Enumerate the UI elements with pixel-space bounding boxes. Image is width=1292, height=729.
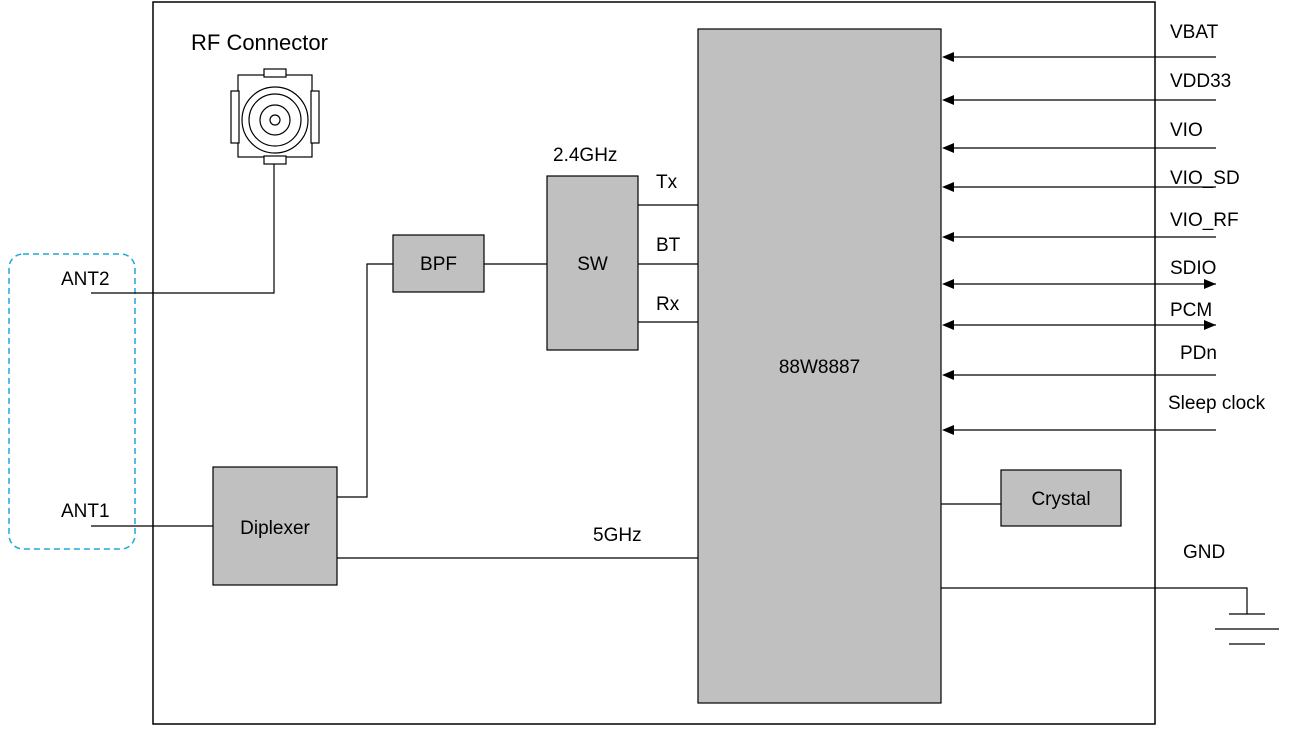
signal-label-vio-sd: VIO_SD: [1170, 168, 1240, 189]
signal-label-vio: VIO: [1170, 120, 1203, 141]
arrow-in-icon: [942, 370, 954, 380]
arrow-in-icon: [942, 425, 954, 435]
signal-label-sdio: SDIO: [1170, 258, 1216, 279]
chip-block: [697, 28, 942, 704]
band-5ghz-label: 5GHz: [593, 525, 642, 546]
diplexer-block: [212, 466, 338, 586]
ant2-label: ANT2: [61, 269, 110, 290]
signal-label-vbat: VBAT: [1170, 22, 1219, 43]
signal-label-pcm: PCM: [1170, 300, 1212, 321]
ground-symbol-icon: [941, 587, 1279, 645]
rf-connector-title: RF Connector: [191, 30, 328, 55]
tx-label: Tx: [656, 172, 678, 193]
chip-label: 88W8887: [779, 357, 860, 378]
ant2-wire: [91, 164, 275, 294]
antenna-group-outline: [8, 253, 136, 550]
rx-label: Rx: [656, 294, 680, 315]
diplexer-to-bpf-wire: [337, 263, 393, 498]
ant1-label: ANT1: [61, 501, 110, 522]
bpf-label: BPF: [420, 254, 457, 275]
signal-label-vdd33: VDD33: [1170, 71, 1231, 92]
bt-label: BT: [656, 235, 681, 256]
arrow-in-icon: [942, 143, 954, 153]
signal-label-vio-rf: VIO_RF: [1170, 210, 1239, 231]
module-outline: [152, 1, 1156, 725]
diplexer-label: Diplexer: [240, 518, 310, 539]
arrow-out-icon: [1204, 320, 1216, 330]
arrow-in-icon: [942, 279, 954, 289]
band-24ghz-label: 2.4GHz: [553, 145, 617, 166]
rf-connector-icon: [230, 68, 320, 165]
crystal-label: Crystal: [1031, 489, 1090, 510]
crystal-block: [1000, 469, 1122, 527]
gnd-label: GND: [1183, 542, 1225, 563]
sw-label: SW: [577, 254, 608, 275]
bpf-block: [392, 234, 485, 293]
arrow-in-icon: [942, 320, 954, 330]
arrow-in-icon: [942, 232, 954, 242]
sw-block: [546, 175, 639, 351]
arrow-in-icon: [942, 182, 954, 192]
signal-label-pdn: PDn: [1180, 343, 1217, 364]
arrow-in-icon: [942, 52, 954, 62]
signal-label-sleep-clock: Sleep clock: [1168, 393, 1266, 414]
arrow-in-icon: [942, 95, 954, 105]
arrow-out-icon: [1204, 279, 1216, 289]
